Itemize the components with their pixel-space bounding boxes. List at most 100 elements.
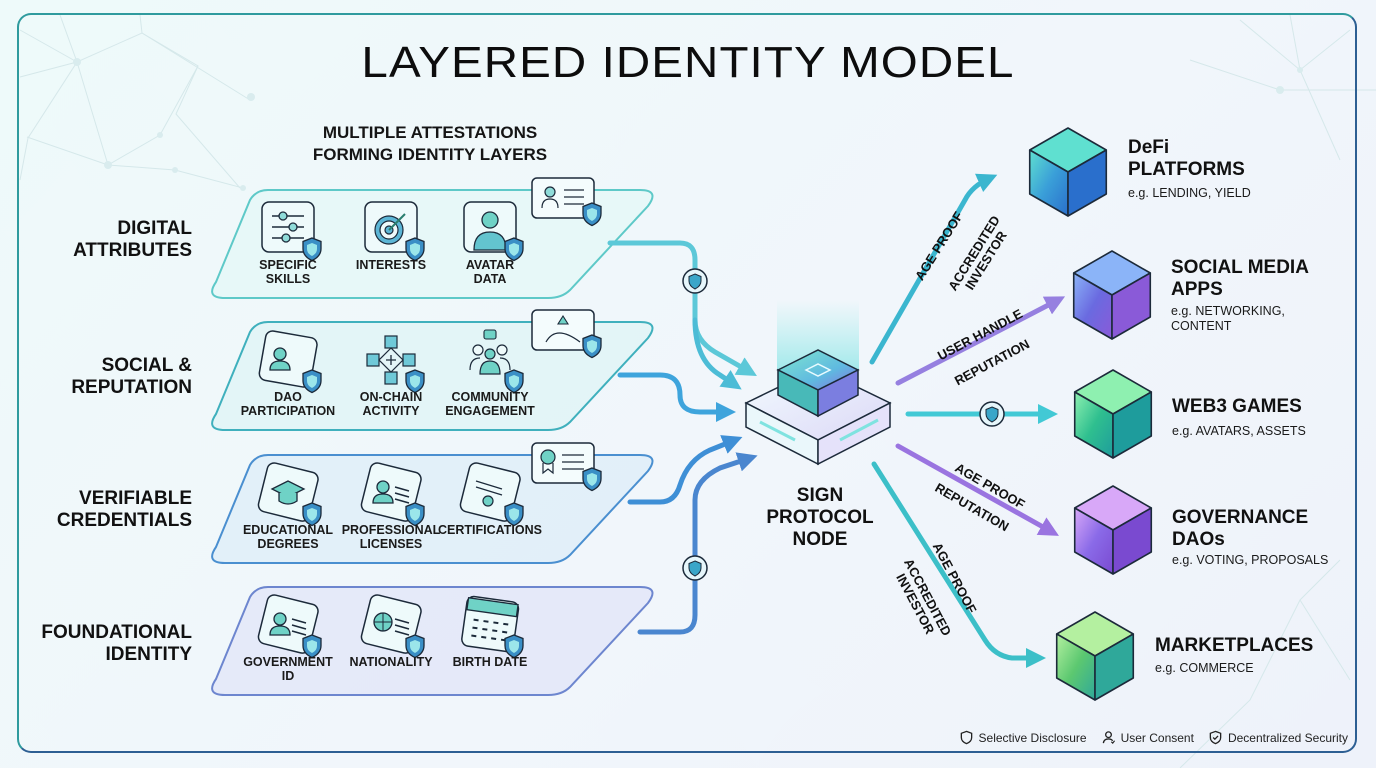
- dest-sub-line: e.g. NETWORKING,: [1171, 304, 1285, 318]
- certificate-icon: [459, 462, 524, 527]
- layer-plate-3: [211, 586, 654, 696]
- id-card-icon: [257, 594, 322, 659]
- layer-plate-shape: [211, 586, 654, 696]
- cube-icon-social: [1072, 250, 1152, 340]
- layer-name-line: CREDENTIALS: [56, 510, 192, 531]
- profile-card-icon: [531, 177, 602, 227]
- legend: Selective Disclosure User Consent Decent…: [959, 730, 1348, 745]
- flow-arrow-foundational: [637, 452, 758, 635]
- shield-badge-inner: [587, 208, 597, 221]
- flow-arrow-digital-2: [692, 317, 742, 390]
- dao-card-icon: [258, 330, 322, 394]
- layer-name-line: DIGITAL: [117, 218, 192, 239]
- layer-name-line: ATTRIBUTES: [73, 240, 192, 261]
- flow-arrow-credentials: [627, 435, 743, 505]
- shield-badge-inner: [509, 243, 519, 256]
- legend-label: Selective Disclosure: [978, 730, 1087, 745]
- layer-name-line: IDENTITY: [105, 644, 192, 665]
- destination-governance-title: GOVERNANCE DAOs: [1172, 507, 1308, 551]
- item-label-line: DATA: [473, 272, 507, 286]
- cube-icon-games: [1073, 369, 1153, 459]
- page-title: LAYERED IDENTITY MODEL: [361, 38, 1015, 87]
- item-label-line: NATIONALITY: [349, 655, 433, 669]
- item-label-line: ID: [281, 669, 295, 683]
- destination-games-subtitle: e.g. AVATARS, ASSETS: [1172, 424, 1306, 438]
- target-icon: [364, 201, 425, 262]
- destination-social-title: SOCIAL MEDIA APPS: [1171, 257, 1309, 301]
- item-label-line: SPECIFIC: [259, 258, 317, 272]
- layer-label-foundational-identity: FOUNDATIONAL IDENTITY: [20, 622, 192, 666]
- blockchain-icon: [366, 335, 425, 394]
- shield-badge-inner: [410, 508, 420, 521]
- shield-badge-inner: [509, 375, 519, 388]
- shield-badge-inner: [509, 508, 519, 521]
- flow-arrow-governance: [895, 443, 1059, 536]
- destination-defi-title: DeFi PLATFORMS: [1128, 137, 1245, 181]
- avatar-icon: [463, 201, 524, 262]
- layer-label-social-reputation: SOCIAL & REPUTATION: [20, 355, 192, 399]
- sign-protocol-node-label: SIGN PROTOCOL NODE: [760, 485, 880, 551]
- diagram-frame: [17, 13, 1357, 753]
- destination-social-subtitle: e.g. NETWORKING, CONTENT: [1171, 304, 1285, 334]
- cube-icon-defi: [1028, 127, 1108, 217]
- item-label-line: ENGAGEMENT: [445, 404, 535, 418]
- item-label-line: DAO: [274, 390, 302, 404]
- certificate-card-icon: [531, 442, 602, 492]
- flow-arrow-social-media: [895, 296, 1066, 386]
- calendar-icon: [461, 595, 524, 659]
- item-label-line: BIRTH DATE: [452, 655, 528, 669]
- attestation-item-label: BIRTH DATE: [435, 655, 545, 669]
- flow-arrow-marketplaces: [871, 461, 1046, 668]
- user-consent-icon: [1102, 731, 1115, 744]
- community-icon: [469, 329, 524, 394]
- shield-badge-inner: [587, 473, 597, 486]
- shield-badge-inner: [587, 340, 597, 353]
- destination-marketplaces-title: MARKETPLACES: [1155, 635, 1314, 656]
- layer-label-digital-attributes: DIGITAL ATTRIBUTES: [20, 218, 192, 262]
- dest-title-line: PLATFORMS: [1128, 159, 1245, 180]
- item-label-line: DEGREES: [257, 537, 319, 551]
- shield-badge-inner: [307, 640, 317, 653]
- item-label-line: PARTICIPATION: [240, 404, 336, 418]
- destination-games-title: WEB3 GAMES: [1172, 396, 1302, 417]
- attestation-item-label: NATIONALITY: [336, 655, 446, 669]
- layer-name-line: VERIFIABLE: [79, 488, 192, 509]
- network-card-icon: [531, 309, 602, 359]
- legend-label: User Consent: [1120, 730, 1194, 745]
- dest-sub-line: CONTENT: [1171, 319, 1232, 333]
- layer-name-line: FOUNDATIONAL: [41, 622, 192, 643]
- sign-protocol-node-graphic: [744, 300, 892, 466]
- node-label-line: SIGN: [796, 485, 844, 506]
- layer-plate-1: [211, 309, 654, 431]
- destination-governance-subtitle: e.g. VOTING, PROPOSALS: [1172, 553, 1329, 567]
- dest-title-line: SOCIAL MEDIA: [1171, 257, 1309, 278]
- graduation-cap-icon: [257, 462, 322, 527]
- item-label-line: ACTIVITY: [362, 404, 420, 418]
- shield-badge-inner: [410, 243, 420, 256]
- legend-label: Decentralized Security: [1227, 730, 1348, 745]
- destination-marketplaces-subtitle: e.g. COMMERCE: [1155, 661, 1254, 675]
- attestation-item-label: INTERESTS: [336, 258, 446, 272]
- shield-badge-inner: [410, 640, 420, 653]
- shield-check-icon: [1209, 730, 1222, 745]
- legend-item-decentralized-security: Decentralized Security: [1208, 730, 1348, 745]
- flow-arrow-defi: [869, 173, 998, 365]
- legend-item-user-consent: User Consent: [1101, 730, 1194, 745]
- item-label-line: SKILLS: [265, 272, 311, 286]
- shield-checkpoint-1: [682, 268, 708, 294]
- layers-subtitle: MULTIPLE ATTESTATIONS FORMING IDENTITY L…: [290, 122, 570, 166]
- layer-label-verifiable-credentials: VERIFIABLE CREDENTIALS: [20, 488, 192, 532]
- node-label-line: NODE: [792, 529, 848, 550]
- cube-icon-governance: [1073, 485, 1153, 575]
- shield-checkpoint-2: [682, 555, 708, 581]
- legend-item-selective-disclosure: Selective Disclosure: [959, 730, 1087, 745]
- item-label-line: PROFESSIONAL: [341, 523, 441, 537]
